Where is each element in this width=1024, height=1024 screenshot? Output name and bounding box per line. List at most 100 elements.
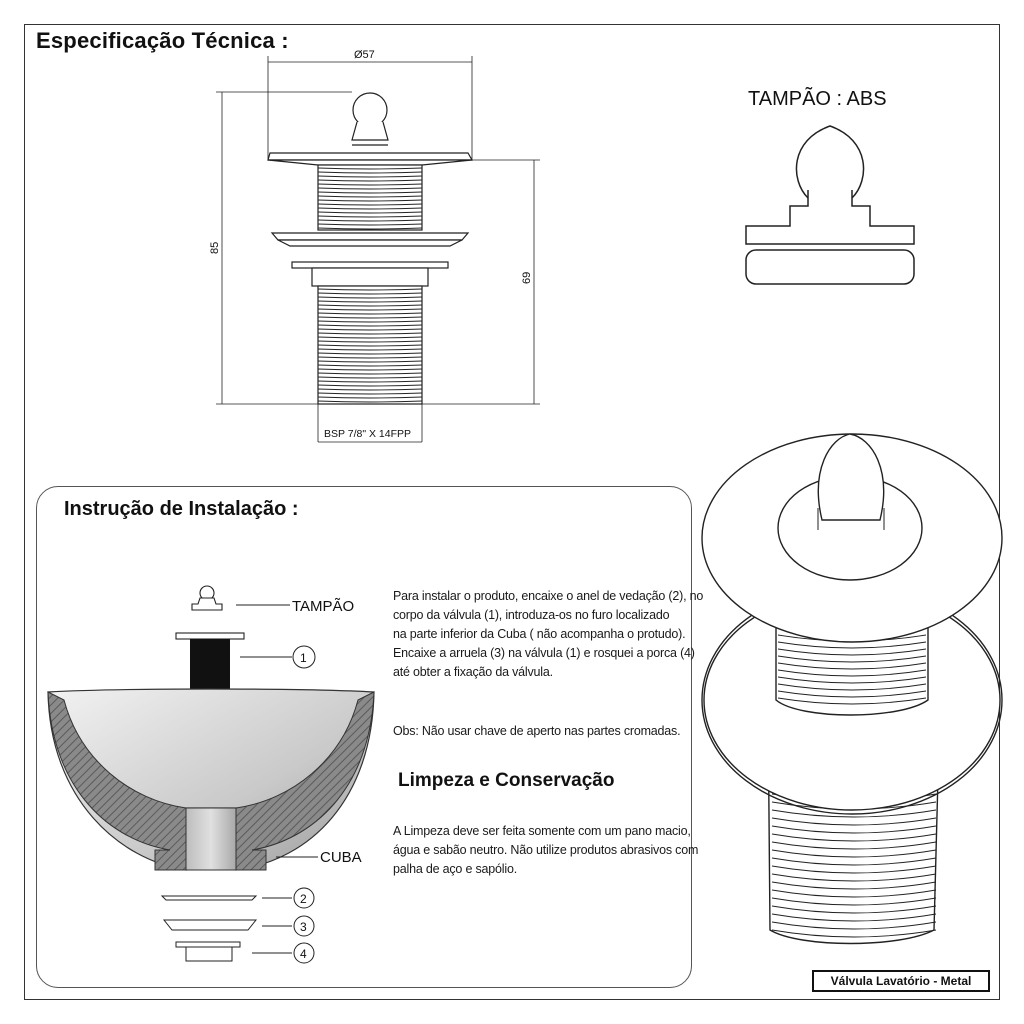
height-body-label: 69 xyxy=(521,272,533,284)
thread-line xyxy=(771,905,937,914)
thread-line xyxy=(317,340,423,343)
diameter-label: Ø57 xyxy=(354,49,375,61)
thread-line xyxy=(771,929,937,938)
thread-line xyxy=(771,857,937,866)
thread-line xyxy=(317,344,423,347)
thread-line xyxy=(771,817,937,826)
thread-line xyxy=(317,356,423,359)
installation-line: até obter a fixação da válvula. xyxy=(393,665,553,679)
thread-line xyxy=(317,300,423,303)
thread-line xyxy=(777,641,927,649)
installation-diagram xyxy=(47,585,375,964)
label-tampao: TAMPÃO xyxy=(292,598,354,615)
thread-line xyxy=(317,396,423,399)
label-part-2: 2 xyxy=(300,892,307,906)
thread-line xyxy=(317,191,423,194)
page-frame xyxy=(24,24,1000,1000)
thread-line xyxy=(317,352,423,355)
thread-line xyxy=(317,308,423,311)
thread-line xyxy=(317,364,423,367)
thread-line xyxy=(317,316,423,319)
thread-line xyxy=(317,292,423,295)
thread-spec-label: BSP 7/8" X 14FPP xyxy=(324,428,411,440)
installation-line: na parte inferior da Cuba ( não acompanh… xyxy=(393,627,686,641)
thread-line xyxy=(317,304,423,307)
thread-line xyxy=(777,683,927,691)
thread-line xyxy=(771,881,937,890)
thread-line xyxy=(317,384,423,387)
thread-line xyxy=(317,187,423,190)
valve-perspective-drawing xyxy=(701,433,1003,945)
thread-line xyxy=(777,697,927,705)
installation-title: Instrução de Instalação : xyxy=(64,498,299,520)
thread-line xyxy=(777,655,927,663)
thread-line xyxy=(317,167,423,170)
thread-line xyxy=(317,324,423,327)
cleaning-paragraph: A Limpeza deve ser feita somente com um … xyxy=(393,822,698,879)
page-title: Especificação Técnica : xyxy=(36,28,289,53)
thread-line xyxy=(317,360,423,363)
thread-line xyxy=(317,175,423,178)
thread-line xyxy=(317,211,423,214)
thread-line xyxy=(317,227,423,230)
installation-line: Para instalar o produto, encaixe o anel … xyxy=(393,589,704,603)
thread-line xyxy=(317,199,423,202)
thread-line xyxy=(317,215,423,218)
product-badge: Válvula Lavatório - Metal xyxy=(812,970,990,992)
thread-line xyxy=(317,312,423,315)
thread-line xyxy=(317,400,423,403)
thread-line xyxy=(317,368,423,371)
thread-line xyxy=(771,849,937,858)
thread-line xyxy=(777,648,927,656)
thread-line xyxy=(317,171,423,174)
valve-front-drawing xyxy=(216,56,540,443)
tampao-title: TAMPÃO : ABS xyxy=(748,88,887,110)
thread-line xyxy=(771,897,937,906)
thread-line xyxy=(771,865,937,874)
thread-line xyxy=(317,320,423,323)
thread-line xyxy=(317,223,423,226)
thread-line xyxy=(777,690,927,698)
thread-line xyxy=(317,336,423,339)
cleaning-line: palha de aço e sapólio. xyxy=(393,862,517,876)
thread-line xyxy=(317,376,423,379)
cleaning-title: Limpeza e Conservação xyxy=(398,770,615,791)
label-part-1: 1 xyxy=(300,651,307,665)
tampao-drawing xyxy=(745,125,915,285)
label-cuba: CUBA xyxy=(320,849,362,866)
thread-line xyxy=(771,913,937,922)
thread-line xyxy=(771,841,937,850)
thread-line xyxy=(771,889,937,898)
thread-line xyxy=(317,203,423,206)
thread-line xyxy=(317,332,423,335)
height-total-label: 85 xyxy=(209,242,221,254)
thread-line xyxy=(317,207,423,210)
thread-line xyxy=(317,219,423,222)
thread-line xyxy=(777,669,927,677)
thread-line xyxy=(317,348,423,351)
thread-line xyxy=(317,288,423,291)
thread-line xyxy=(771,825,937,834)
thread-line xyxy=(317,388,423,391)
thread-line xyxy=(317,296,423,299)
thread-line xyxy=(317,195,423,198)
cleaning-line: água e sabão neutro. Não utilize produto… xyxy=(393,843,699,857)
thread-line xyxy=(771,833,937,842)
label-part-4: 4 xyxy=(300,947,307,961)
thread-line xyxy=(317,392,423,395)
thread-line xyxy=(771,921,937,930)
thread-line xyxy=(777,662,927,670)
cleaning-line: A Limpeza deve ser feita somente com um … xyxy=(393,824,691,838)
thread-line xyxy=(317,179,423,182)
thread-line xyxy=(771,809,937,818)
label-part-3: 3 xyxy=(300,920,307,934)
installation-panel xyxy=(36,486,692,988)
thread-line xyxy=(317,372,423,375)
thread-line xyxy=(777,676,927,684)
installation-line: Encaixe a arruela (3) na válvula (1) e r… xyxy=(393,646,695,660)
installation-obs: Obs: Não usar chave de aperto nas partes… xyxy=(393,724,681,738)
thread-line xyxy=(771,873,937,882)
installation-paragraph: Para instalar o produto, encaixe o anel … xyxy=(393,587,703,682)
installation-line: corpo da válvula (1), introduza-os no fu… xyxy=(393,608,670,622)
